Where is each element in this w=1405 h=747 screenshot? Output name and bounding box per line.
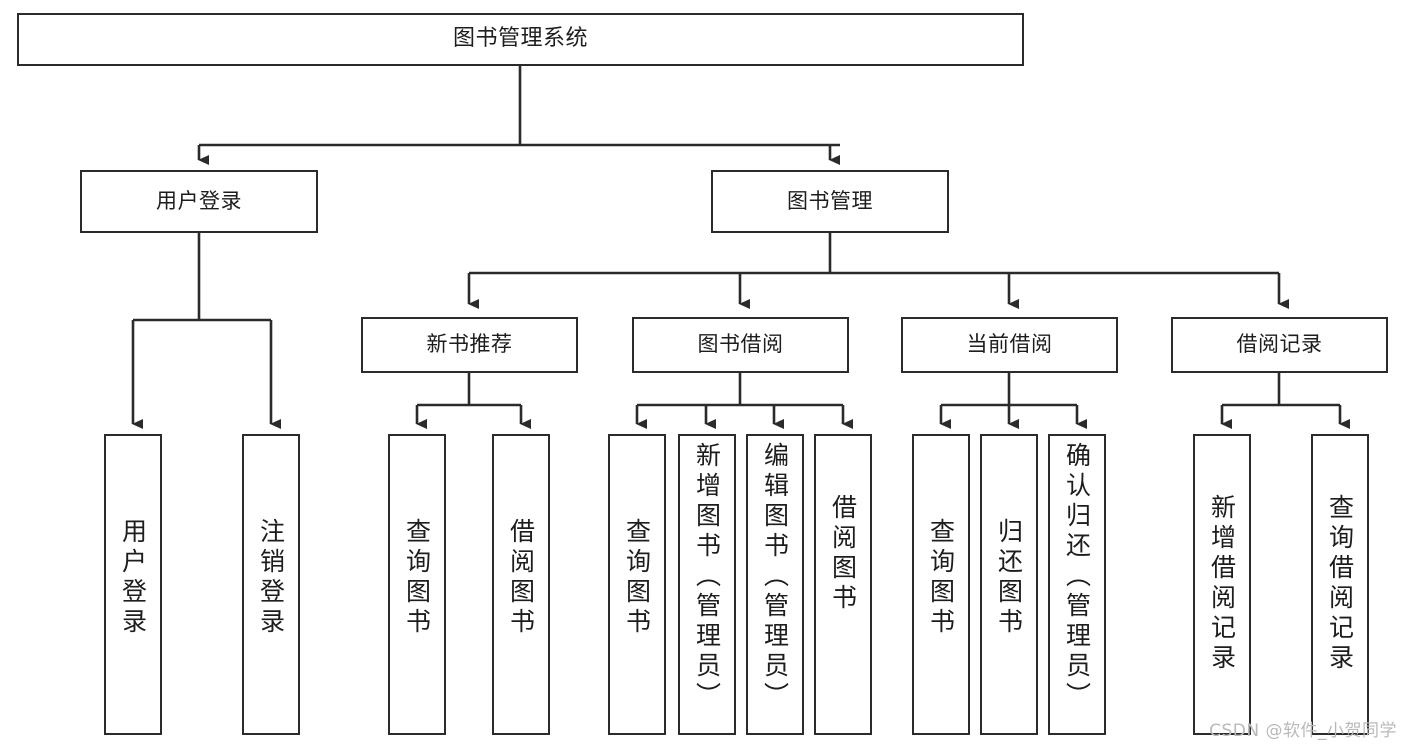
node-label: 用户登录 (118, 518, 148, 638)
node-new-book-recommendation[interactable]: 新书推荐 (361, 317, 578, 373)
node-leaf-logout[interactable]: 注销登录 (242, 434, 300, 735)
node-label: 查询借阅记录 (1325, 494, 1355, 674)
node-borrow-records[interactable]: 借阅记录 (1171, 317, 1388, 373)
node-leaf-user-login[interactable]: 用户登录 (104, 434, 162, 735)
node-label: 当前借阅 (966, 332, 1053, 357)
node-label: 用户登录 (156, 188, 242, 213)
node-label: 借阅图书 (828, 494, 858, 614)
node-label: 注销登录 (256, 518, 286, 638)
node-label: 图书管理 (787, 188, 873, 213)
csdn-watermark: CSDN @软件_小贺同学 (1209, 721, 1397, 741)
node-label: 确认归还（管理员） (1062, 442, 1092, 712)
node-label: 借阅记录 (1236, 332, 1323, 357)
node-book-management[interactable]: 图书管理 (711, 170, 949, 233)
node-leaf-borrow-book-newbook[interactable]: 借阅图书 (492, 434, 550, 735)
node-label: 图书管理系统 (452, 26, 588, 52)
node-leaf-query-book-current[interactable]: 查询图书 (912, 434, 970, 735)
node-leaf-query-borrow-record[interactable]: 查询借阅记录 (1311, 434, 1369, 735)
node-label: 新增借阅记录 (1207, 494, 1237, 674)
node-root-book-management-system[interactable]: 图书管理系统 (17, 13, 1024, 66)
node-leaf-query-book-borrow[interactable]: 查询图书 (608, 434, 666, 735)
node-leaf-borrow-book[interactable]: 借阅图书 (814, 434, 872, 735)
node-leaf-confirm-return-admin[interactable]: 确认归还（管理员） (1048, 434, 1106, 735)
node-label: 编辑图书（管理员） (760, 442, 790, 712)
node-label: 查询图书 (402, 518, 432, 638)
node-leaf-return-book[interactable]: 归还图书 (980, 434, 1038, 735)
node-label: 借阅图书 (506, 518, 536, 638)
node-user-login[interactable]: 用户登录 (80, 170, 318, 233)
node-label: 归还图书 (994, 518, 1024, 638)
node-current-borrowing[interactable]: 当前借阅 (901, 317, 1118, 373)
node-leaf-add-borrow-record[interactable]: 新增借阅记录 (1193, 434, 1251, 735)
node-leaf-add-book-admin[interactable]: 新增图书（管理员） (678, 434, 736, 735)
node-label: 查询图书 (926, 518, 956, 638)
node-label: 图书借阅 (697, 332, 784, 357)
node-label: 查询图书 (622, 518, 652, 638)
node-book-borrowing[interactable]: 图书借阅 (632, 317, 849, 373)
node-label: 新增图书（管理员） (692, 442, 722, 712)
node-leaf-edit-book-admin[interactable]: 编辑图书（管理员） (746, 434, 804, 735)
node-leaf-query-book-newbook[interactable]: 查询图书 (388, 434, 446, 735)
node-label: 新书推荐 (426, 332, 513, 357)
